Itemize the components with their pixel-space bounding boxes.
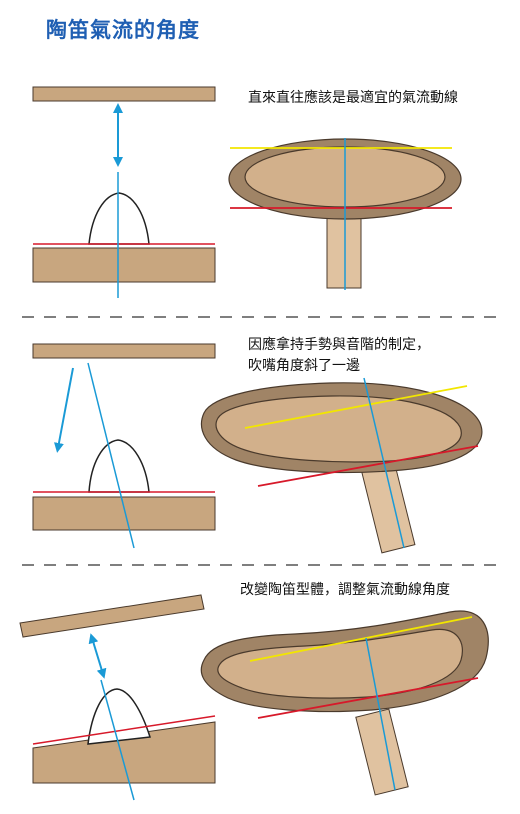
panel-1-side-view <box>32 86 216 298</box>
panel-3-side-view <box>19 594 216 801</box>
panel-1-caption-line-1: 直來直往應該是最適宜的氣流動線 <box>248 90 458 106</box>
panel-2-mouthpiece <box>361 463 416 554</box>
panel-2-base-block <box>32 496 216 531</box>
panel-1-labium-dome <box>88 192 150 245</box>
panel-3-ocarina-center-line <box>365 637 396 791</box>
panel-2-labium-dome <box>88 439 150 493</box>
panel-3-top-plate <box>19 594 205 638</box>
panel-2-airflow-arrow <box>54 367 74 453</box>
panel-3-body-inner <box>217 628 463 699</box>
panel-1-ocarina <box>228 138 462 290</box>
panel-2-ocarina <box>200 377 483 554</box>
panel-2-angled-line <box>87 362 135 549</box>
panel-3-ocarina <box>200 610 489 796</box>
panel-1-base-block <box>32 247 216 283</box>
panel-1-caption: 直來直往應該是最適宜的氣流動線 <box>248 88 458 109</box>
page-title: 陶笛氣流的角度 <box>46 18 200 42</box>
panel-2-ocarina-center-line <box>363 377 405 549</box>
panel-1-top-plate <box>32 86 216 102</box>
panel-3-red-line-right <box>257 677 479 719</box>
panel-2-body-inner <box>215 395 462 463</box>
panel-3-red-line <box>32 715 216 745</box>
panel-3-angled-line <box>100 679 135 801</box>
panel-3-caption-line-1: 改變陶笛型體，調整氣流動線角度 <box>240 582 450 598</box>
panel-3-caption: 改變陶笛型體，調整氣流動線角度 <box>240 580 450 601</box>
panel-2-red-line-right <box>257 445 479 487</box>
panel-2-side-view <box>32 343 216 549</box>
panel-2-yellow-line <box>244 385 468 429</box>
panel-3-yellow-line <box>249 616 473 662</box>
panel-3-labium-dome <box>87 688 151 745</box>
panel-2-caption-line-2: 吹嘴角度斜了一邊 <box>248 358 360 374</box>
panel-3-base-wedge <box>32 721 216 784</box>
panel-2-top-plate <box>32 343 216 359</box>
panel-2-caption-line-1: 因應拿持手勢與音階的制定， <box>248 337 430 353</box>
panel-2-caption: 因應拿持手勢與音階的制定， 吹嘴角度斜了一邊 <box>248 335 430 377</box>
panel-3-airflow-arrow <box>88 633 107 679</box>
panel-3-mouthpiece <box>355 708 409 796</box>
